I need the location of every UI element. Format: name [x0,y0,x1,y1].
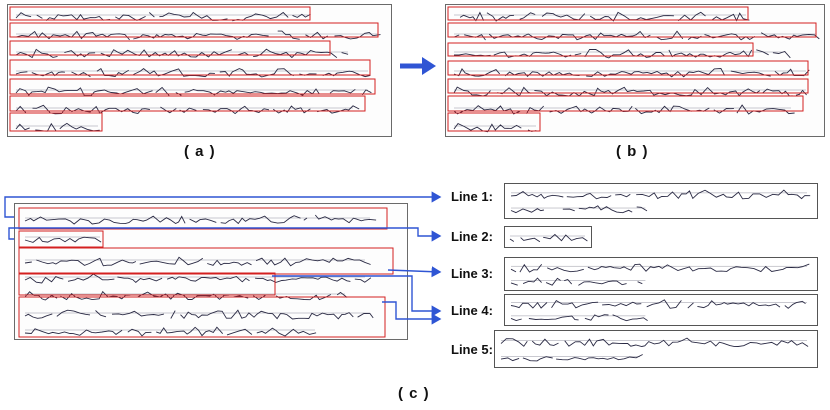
panel-c-handwriting [18,207,394,338]
handwriting-stroke [24,326,317,337]
handwriting-stroke [454,48,791,59]
line-bounding-box [9,6,311,21]
line-bounding-box [447,6,749,21]
line-5-handwriting [500,337,809,362]
line-bounding-box [9,112,103,132]
line-bounding-box [18,247,394,275]
handwriting-stroke [24,273,372,284]
panel-b-document [445,4,825,137]
line-5-label: Line 5: [451,342,493,357]
line-bounding-box [9,22,379,38]
line-1-label: Line 1: [451,189,493,204]
line-3-crop [504,257,818,291]
line-bounding-box [9,95,366,112]
handwriting-stroke [24,290,348,301]
handwriting-stroke [24,256,371,267]
handwriting-stroke [510,205,648,214]
line-4-label: Line 4: [451,303,493,318]
handwriting-stroke [510,263,810,273]
handwriting-stroke [15,67,371,78]
line-4-crop [504,294,818,326]
handwriting-stroke [511,300,812,308]
handwriting-stroke [509,233,588,243]
panel-a-label: ( a ) [184,143,216,160]
right-arrow-icon [400,57,436,75]
handwriting-stroke [453,30,820,41]
handwriting-stroke [510,314,648,322]
panel-a-document [7,4,392,137]
handwriting-stroke [24,214,377,225]
line-2-label: Line 2: [451,229,493,244]
line-bounding-box [447,22,817,38]
handwriting-stroke [24,309,374,320]
line-1-crop [504,183,818,219]
line-bounding-box [9,40,331,56]
line-1-handwriting [510,189,811,214]
handwriting-stroke [500,337,809,347]
panel-c-document [14,203,408,340]
panel-b-handwriting [447,6,820,133]
line-bounding-box [18,296,386,338]
handwriting-stroke [453,86,807,97]
handwriting-stroke [510,189,811,200]
handwriting-stroke [15,30,381,41]
panel-c-label: ( c ) [398,385,430,402]
line-2-handwriting [509,233,588,243]
line-bounding-box [447,42,754,57]
handwriting-stroke [15,122,100,132]
line-2-crop [504,226,592,248]
handwriting-stroke [500,354,643,362]
line-bounding-box [447,60,809,76]
line-5-crop [494,330,818,368]
line-bounding-box [9,59,371,76]
handwriting-stroke [15,48,349,59]
handwriting-stroke [511,278,648,285]
panel-b-label: ( b ) [616,143,649,160]
line-3-label: Line 3: [451,266,493,281]
line-bounding-box [447,112,541,132]
line-bounding-box [447,78,809,94]
handwriting-stroke [453,68,810,78]
panel-a-handwriting [9,6,381,132]
handwriting-stroke [24,236,102,243]
line-3-handwriting [505,263,810,290]
line-bounding-box [9,78,376,95]
line-bounding-box [18,207,388,230]
line-bounding-box [447,95,804,112]
line-4-handwriting [505,295,817,322]
